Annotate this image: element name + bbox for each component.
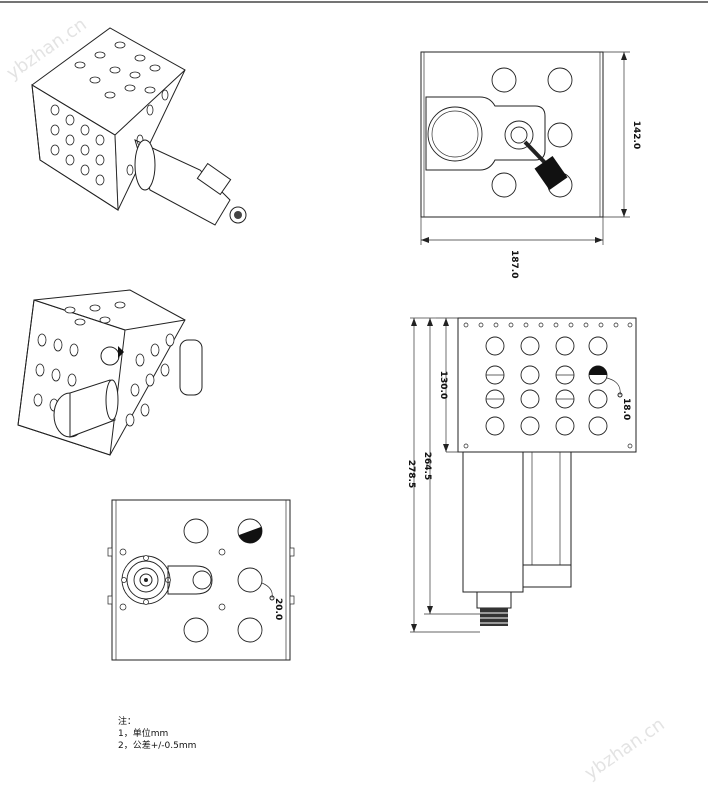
dim-side-mid-length: 264.5	[422, 452, 432, 480]
dim-side-hole: 18.0	[621, 398, 631, 420]
notes-line-2: 2，公差+/-0.5mm	[118, 741, 197, 751]
dim-side-box-height: 130.0	[438, 371, 448, 399]
notes-block: 注： 1，单位mm 2，公差+/-0.5mm	[118, 716, 196, 752]
notes-line-1: 1，单位mm	[118, 729, 169, 739]
iso-view-1	[31, 27, 247, 226]
dim-side-total-length: 278.5	[406, 460, 416, 488]
watermark-bottom-right: ybzhan.cn	[581, 714, 669, 784]
dim-top-height: 142.0	[631, 121, 641, 149]
top-view: 142.0 187.0	[420, 51, 641, 278]
iso-view-2	[17, 289, 203, 456]
dim-top-width: 187.0	[509, 250, 519, 278]
bottom-view: 20.0	[107, 499, 295, 661]
side-view: 18.0 130.0 264.5 278.5	[406, 317, 637, 633]
watermark-top-left: ybzhan.cn	[3, 14, 91, 84]
notes-title: 注：	[118, 717, 137, 727]
dim-bottom-hole: 20.0	[273, 598, 283, 620]
